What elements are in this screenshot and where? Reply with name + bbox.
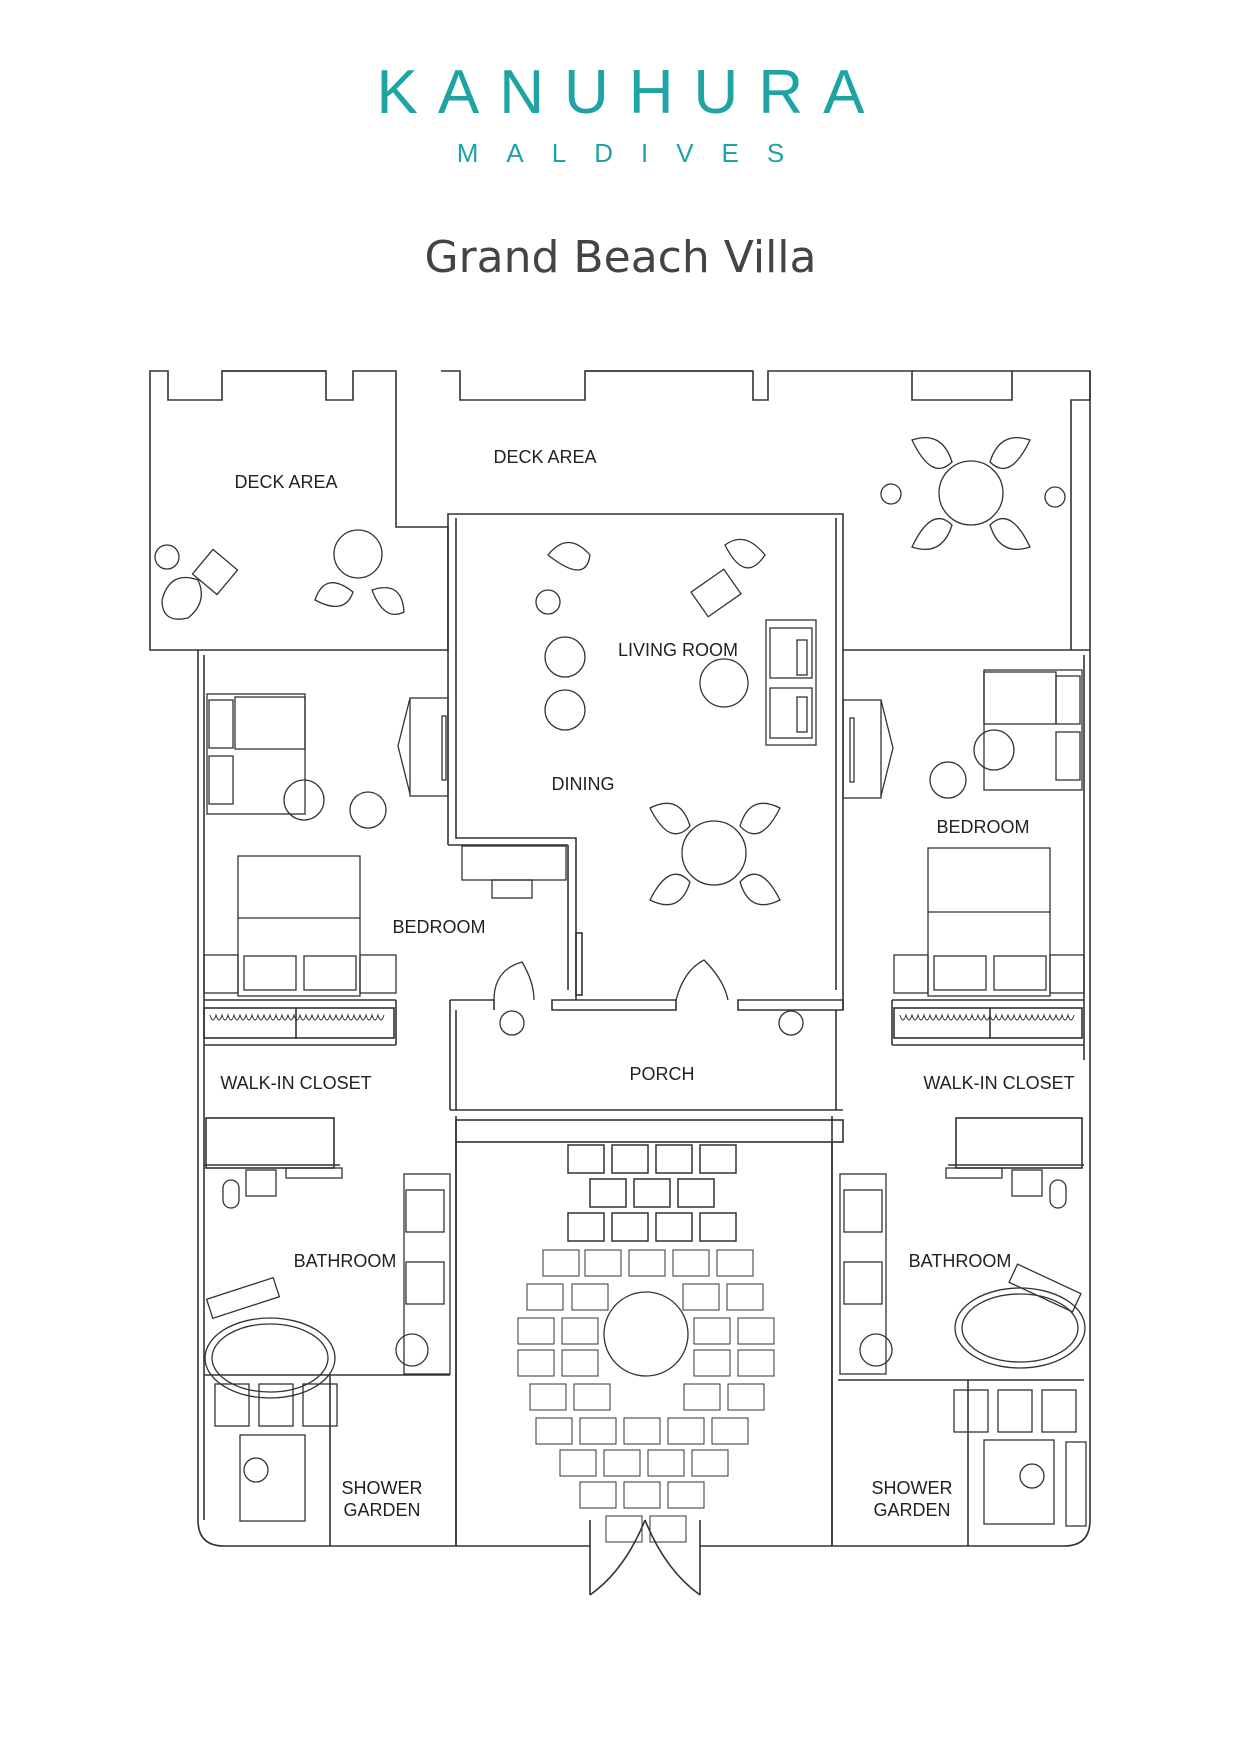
- furniture: [154, 436, 1087, 1543]
- room-label-bedroom-left: BEDROOM: [392, 917, 485, 937]
- room-label-living-room: LIVING ROOM: [618, 640, 738, 660]
- brand-logo-name: KANUHURA: [376, 58, 885, 127]
- page-title: Grand Beach Villa: [424, 232, 817, 283]
- interior-walls: [203, 999, 1084, 1546]
- room-label-bedroom-right: BEDROOM: [936, 817, 1029, 837]
- room-label-porch: PORCH: [629, 1064, 694, 1084]
- brand-logo-tagline: MALDIVES: [456, 138, 813, 168]
- room-label-shower-left-line2: GARDEN: [343, 1500, 420, 1520]
- room-label-bathroom-left: BATHROOM: [294, 1251, 397, 1271]
- room-label-deck-center: DECK AREA: [493, 447, 596, 467]
- room-label-bathroom-right: BATHROOM: [909, 1251, 1012, 1271]
- room-label-closet-left: WALK-IN CLOSET: [220, 1073, 371, 1093]
- room-label-shower-right-line2: GARDEN: [873, 1500, 950, 1520]
- closet-hangers: [209, 1013, 1075, 1021]
- room-label-dining: DINING: [552, 774, 615, 794]
- outer-walls: [149, 370, 1091, 1596]
- room-label-deck-left: DECK AREA: [234, 472, 337, 492]
- room-label-shower-left-line1: SHOWER: [342, 1478, 423, 1498]
- room-label-closet-right: WALK-IN CLOSET: [923, 1073, 1074, 1093]
- room-label-shower-right-line1: SHOWER: [872, 1478, 953, 1498]
